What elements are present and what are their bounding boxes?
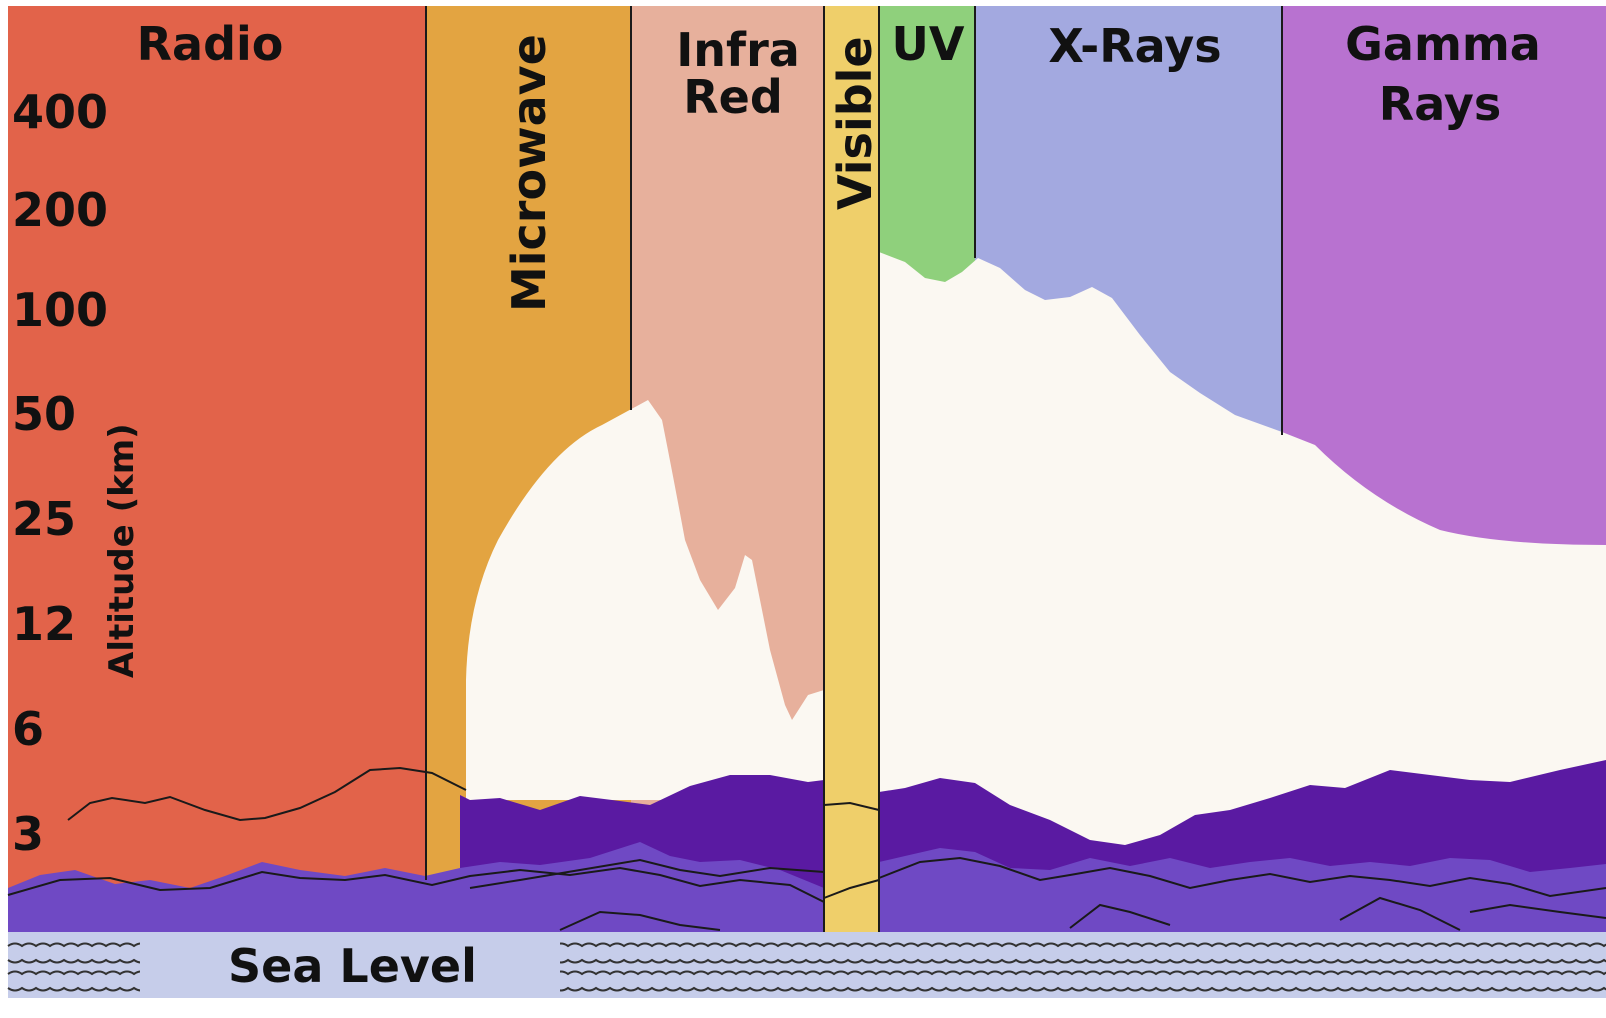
band-labels: Radio Microwave Infra Red Visible UV X-R… xyxy=(137,17,1541,312)
band-visible-region xyxy=(824,6,879,932)
band-radio-region xyxy=(8,6,426,932)
band-label-infrared-line2: Red xyxy=(683,70,783,124)
altitude-tick-50: 50 xyxy=(12,387,76,441)
sea-level-label: Sea Level xyxy=(228,939,477,993)
band-label-xrays: X-Rays xyxy=(1048,19,1221,73)
sea-level-label-background xyxy=(140,936,560,994)
ridge-line-visible xyxy=(823,801,880,811)
transmission-area-visible-to-gamma xyxy=(879,252,1606,870)
altitude-tick-6: 6 xyxy=(12,702,44,756)
terrain-light-layer xyxy=(8,842,1606,932)
band-label-radio: Radio xyxy=(137,17,284,71)
band-label-uv: UV xyxy=(892,17,965,71)
altitude-tick-25: 25 xyxy=(12,492,76,546)
ridge-line-low-left xyxy=(7,866,825,903)
ridge-line-radio xyxy=(67,766,467,822)
ridge-line-infrared xyxy=(469,858,825,889)
band-dividers xyxy=(425,6,1283,932)
terrain-ridge-lines xyxy=(7,766,1606,931)
atmospheric-transmission-area xyxy=(466,252,1606,870)
altitude-tick-100: 100 xyxy=(12,283,108,337)
band-label-gamma-line2: Rays xyxy=(1379,77,1501,131)
band-label-gamma-line1: Gamma xyxy=(1345,17,1541,71)
terrain-layers xyxy=(8,760,1606,932)
ridge-line-bottom xyxy=(559,896,1606,931)
band-label-infrared-line1: Infra xyxy=(676,23,800,77)
band-label-microwave: Microwave xyxy=(502,34,556,312)
altitude-axis: 400 200 100 50 25 12 6 3 Altitude (km) xyxy=(12,85,142,861)
altitude-tick-400: 400 xyxy=(12,85,108,139)
altitude-tick-3: 3 xyxy=(12,807,44,861)
altitude-tick-200: 200 xyxy=(12,183,108,237)
transmission-area-microwave-infrared xyxy=(466,400,824,800)
ridge-line-uv-xray xyxy=(878,856,1606,898)
band-label-visible: Visible xyxy=(828,36,882,210)
altitude-axis-title: Altitude (km) xyxy=(102,423,142,678)
sea-level-strip: Sea Level xyxy=(7,932,1606,998)
ridge-line-visible-lower xyxy=(823,879,880,899)
altitude-tick-12: 12 xyxy=(12,597,76,651)
